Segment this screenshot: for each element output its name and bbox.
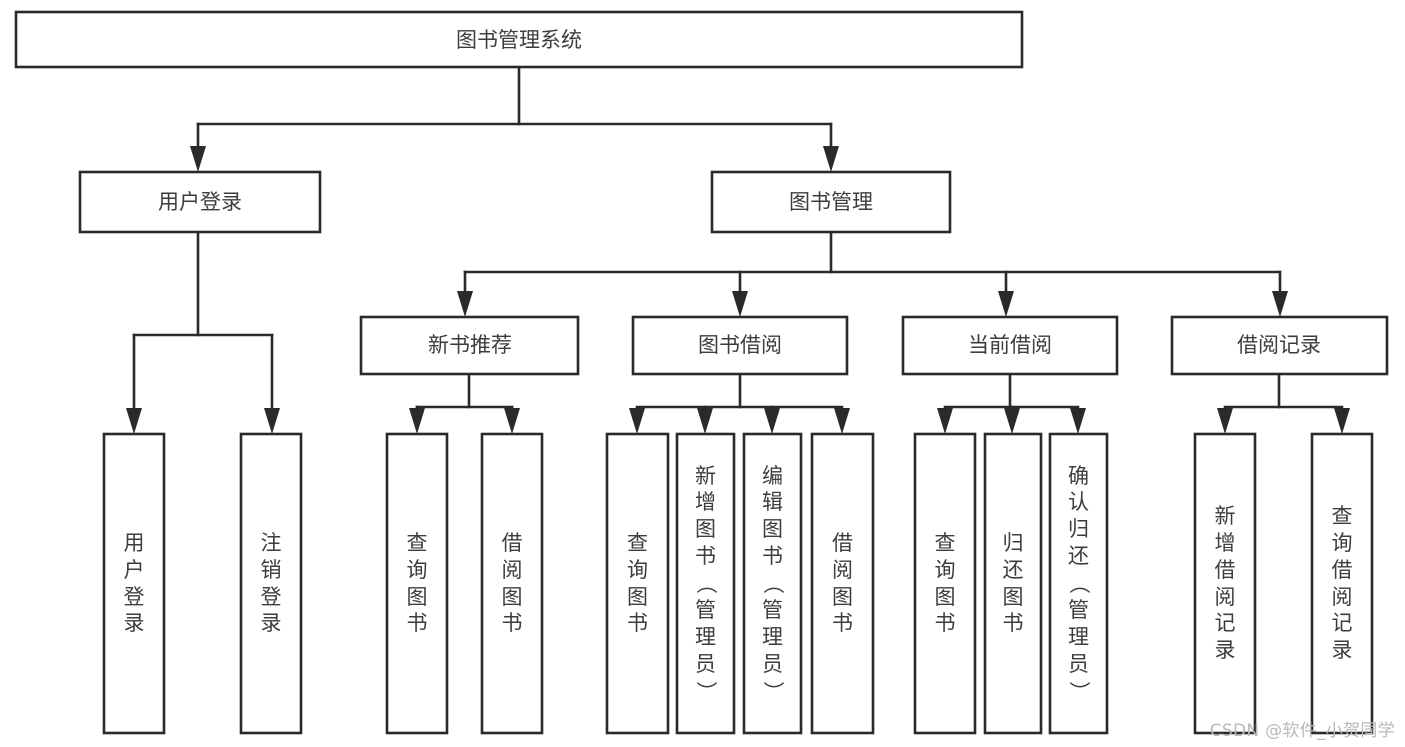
arrow-head-leaf-borrow-book-recommend: [504, 408, 520, 434]
arrow-head-leaf-query-book-recommend: [409, 408, 425, 434]
arrow-head-leaf-query-borrow-record: [1334, 408, 1350, 434]
node-label-book-management: 图书管理: [789, 190, 873, 214]
connector-group-borrow-record: [1217, 372, 1350, 434]
leaf-box-add-borrow-record[interactable]: [1193, 432, 1257, 735]
node-label-new-book-recommend: 新书推荐: [428, 333, 512, 357]
leaf-box-logout[interactable]: [239, 432, 303, 735]
node-box-book-borrow[interactable]: [631, 315, 849, 376]
leaf-box-add-book-admin[interactable]: [675, 432, 736, 735]
arrow-head-book-borrow: [732, 291, 748, 317]
arrow-head-leaf-query-book-borrow: [629, 408, 645, 434]
node-label-current-borrow: 当前借阅: [968, 333, 1052, 357]
node-root[interactable]: 图书管理系统: [14, 10, 1024, 69]
leaf-box-borrow-book-recommend[interactable]: [480, 432, 544, 735]
node-new-book-recommend[interactable]: 新书推荐: [359, 315, 580, 376]
node-box-borrow-record[interactable]: [1170, 315, 1389, 376]
arrow-head-leaf-query-book-current: [937, 408, 953, 434]
arrow-head-leaf-return-book: [1004, 408, 1020, 434]
leaf-box-edit-book-admin[interactable]: [742, 432, 803, 735]
node-user-login[interactable]: 用户登录: [78, 170, 322, 234]
arrow-head-leaf-logout: [264, 408, 280, 434]
connector-group-user-login: [126, 230, 280, 434]
leaf-box-borrow-book[interactable]: [810, 432, 875, 735]
leaf-box-query-book-borrow[interactable]: [605, 432, 670, 735]
arrow-head-borrow-record: [1272, 291, 1288, 317]
leaf-box-query-borrow-record[interactable]: [1310, 432, 1374, 735]
arrow-head-book-management: [823, 146, 839, 172]
node-label-borrow-record: 借阅记录: [1237, 333, 1321, 357]
connector-group-book-borrow: [629, 372, 850, 434]
arrow-head-current-borrow: [998, 291, 1014, 317]
connector-group-root: [190, 65, 839, 172]
node-box-current-borrow[interactable]: [901, 315, 1119, 376]
node-label-root: 图书管理系统: [456, 28, 582, 52]
node-box-user-login[interactable]: [78, 170, 322, 234]
node-borrow-record[interactable]: 借阅记录: [1170, 315, 1389, 376]
leaf-box-confirm-return-admin[interactable]: [1048, 432, 1109, 735]
watermark: CSDN @软件_小贺同学: [1209, 721, 1395, 741]
node-book-borrow[interactable]: 图书借阅: [631, 315, 849, 376]
arrow-head-leaf-add-book-admin: [697, 408, 713, 434]
connector-group-current-borrow: [937, 372, 1086, 434]
connector-group-book-management: [457, 230, 1288, 317]
arrow-head-user-login: [190, 146, 206, 172]
node-current-borrow[interactable]: 当前借阅: [901, 315, 1119, 376]
node-book-management[interactable]: 图书管理: [710, 170, 952, 234]
arrow-head-leaf-add-borrow-record: [1217, 408, 1233, 434]
arrow-head-leaf-user-login: [126, 408, 142, 434]
arrow-head-leaf-edit-book-admin: [764, 408, 780, 434]
leaf-boxes: [102, 432, 1374, 735]
node-box-new-book-recommend[interactable]: [359, 315, 580, 376]
leaf-box-query-book-current[interactable]: [913, 432, 977, 735]
leaf-box-query-book-recommend[interactable]: [385, 432, 449, 735]
node-box-book-management[interactable]: [710, 170, 952, 234]
arrow-head-new-book-recommend: [457, 291, 473, 317]
leaf-box-return-book[interactable]: [983, 432, 1043, 735]
node-label-book-borrow: 图书借阅: [698, 333, 782, 357]
node-box-root[interactable]: [14, 10, 1024, 69]
arrow-head-leaf-borrow-book: [834, 408, 850, 434]
arrow-head-leaf-confirm-return-admin: [1070, 408, 1086, 434]
leaf-box-user-login[interactable]: [102, 432, 166, 735]
connector-group-new-book-recommend: [409, 372, 520, 434]
node-label-user-login: 用户登录: [158, 190, 242, 214]
